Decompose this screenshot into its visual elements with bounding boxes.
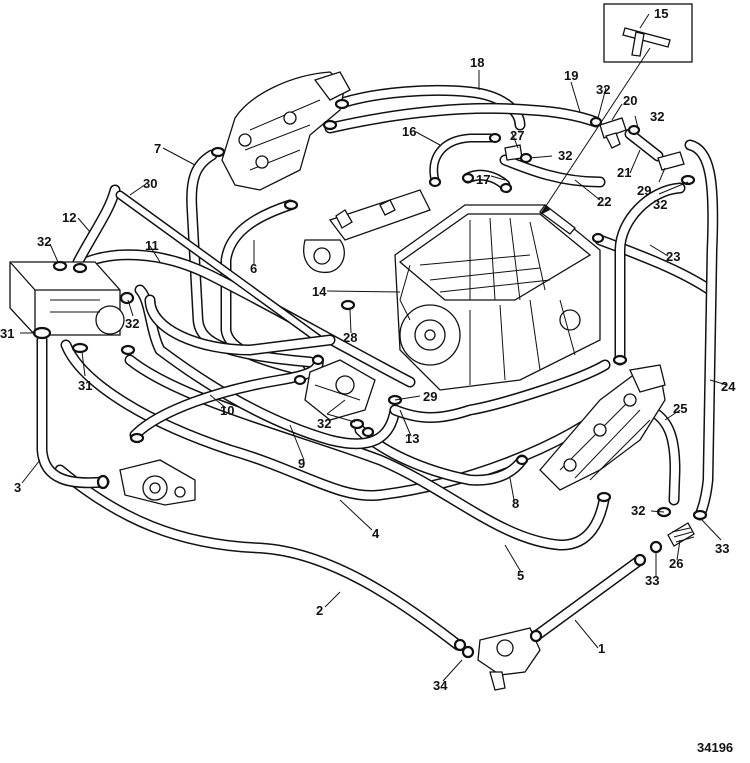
coupling-26 — [667, 522, 695, 547]
callouts: 1 2 3 4 5 6 7 8 9 10 11 12 13 14 15 16 1… — [0, 6, 736, 693]
hose-22 — [499, 154, 606, 188]
callout-17: 17 — [476, 172, 490, 187]
callout-32-e: 32 — [650, 109, 664, 124]
center-valve-assembly — [304, 359, 376, 421]
inset-box-15 — [539, 3, 693, 216]
callout-11: 11 — [145, 238, 159, 253]
hose-16 — [429, 133, 500, 185]
callout-28: 28 — [343, 330, 357, 345]
callout-15: 15 — [654, 6, 668, 21]
hose-8 — [354, 424, 528, 486]
callout-7: 7 — [154, 141, 161, 156]
callout-31-lower: 31 — [78, 378, 92, 393]
callout-29-lower: 29 — [423, 389, 437, 404]
callout-1: 1 — [598, 641, 605, 656]
hose-12 — [72, 184, 121, 268]
callout-3: 3 — [14, 480, 21, 495]
heat-exchanger — [9, 261, 125, 336]
callout-32-g: 32 — [653, 197, 667, 212]
hose-24 — [684, 139, 719, 521]
callout-2: 2 — [316, 603, 323, 618]
exhaust-manifold-right — [539, 364, 666, 491]
callout-25: 25 — [673, 401, 687, 416]
callout-9: 9 — [298, 456, 305, 471]
thermostat-housing — [303, 189, 431, 273]
callout-32-a: 32 — [37, 234, 51, 249]
hoses — [36, 84, 719, 651]
hose-19 — [324, 102, 602, 134]
callout-29-upper: 29 — [637, 183, 651, 198]
hose-2 — [54, 464, 464, 651]
callout-33-right: 33 — [715, 541, 729, 556]
callout-6: 6 — [250, 261, 257, 276]
callout-23: 23 — [666, 249, 680, 264]
tee-fitting-bottom — [477, 627, 541, 691]
hose-7 — [186, 149, 316, 368]
callout-33-left: 33 — [645, 573, 659, 588]
callout-32-h: 32 — [631, 503, 645, 518]
water-pump — [119, 459, 196, 506]
callout-8: 8 — [512, 496, 519, 511]
callout-32-b: 32 — [125, 316, 139, 331]
callout-21: 21 — [617, 165, 631, 180]
callout-32-c: 32 — [317, 416, 331, 431]
callout-26: 26 — [669, 556, 683, 571]
callout-5: 5 — [517, 568, 524, 583]
callout-16: 16 — [402, 124, 416, 139]
callout-32-d: 32 — [596, 82, 610, 97]
callout-14: 14 — [312, 284, 327, 299]
hose-30 — [115, 190, 325, 345]
exhaust-manifold-upper — [221, 71, 351, 191]
hose-clamps — [32, 98, 708, 659]
hose-3 — [36, 334, 110, 489]
callout-30: 30 — [143, 176, 157, 191]
hose-left-crossover — [144, 294, 336, 356]
callout-27: 27 — [510, 128, 524, 143]
hose-23 — [594, 234, 716, 296]
engine-block — [394, 204, 601, 391]
figure-number: 34196 — [697, 740, 733, 755]
hose-21 — [624, 128, 664, 162]
callout-20: 20 — [623, 93, 637, 108]
leader-lines — [20, 13, 728, 682]
callout-19: 19 — [564, 68, 578, 83]
callout-13: 13 — [405, 431, 419, 446]
fitting-20 — [599, 117, 627, 149]
hose-25 — [644, 404, 681, 506]
callout-31-left: 31 — [0, 326, 14, 341]
callout-4: 4 — [372, 526, 380, 541]
hose-9 — [134, 284, 401, 450]
hose-11 — [74, 249, 416, 388]
callout-12: 12 — [62, 210, 76, 225]
callout-24: 24 — [721, 379, 736, 394]
fitting-22 — [539, 204, 576, 235]
callout-22: 22 — [597, 194, 611, 209]
callout-10: 10 — [220, 403, 234, 418]
callout-32-f: 32 — [558, 148, 572, 163]
fitting-27 — [504, 144, 523, 161]
callout-18: 18 — [470, 55, 484, 70]
hose-1 — [530, 554, 646, 642]
callout-34: 34 — [433, 678, 448, 693]
hose-13 — [389, 359, 611, 423]
hose-5 — [124, 354, 610, 551]
fitting-29-upper — [657, 151, 685, 171]
